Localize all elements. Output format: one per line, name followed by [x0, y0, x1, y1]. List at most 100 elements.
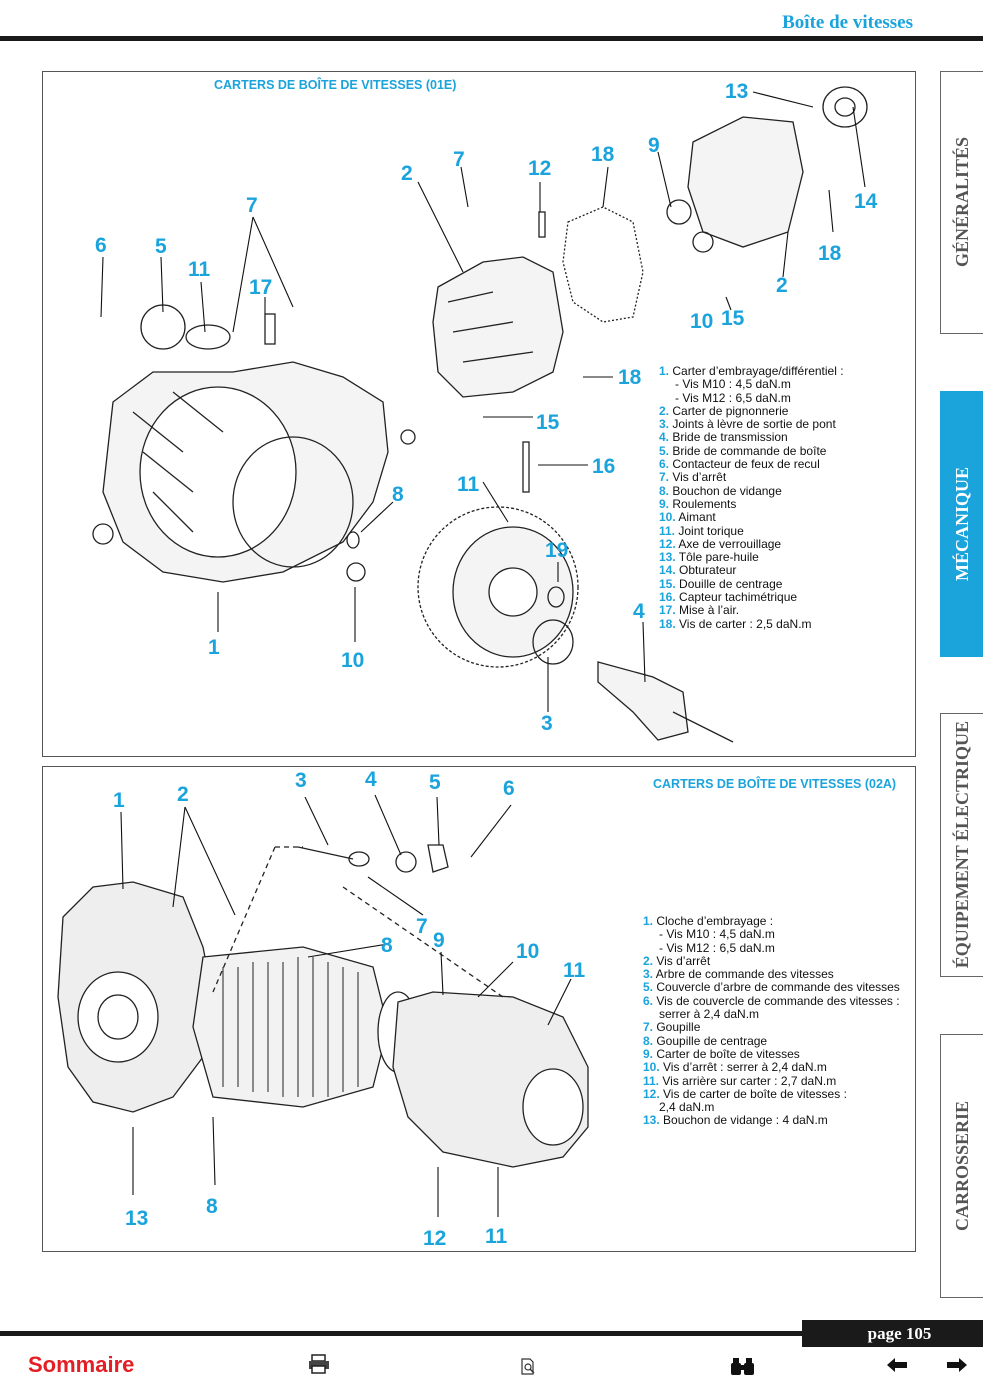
callout-number: 8 [381, 934, 393, 957]
legend-subitem: - Vis M12 : 6,5 daN.m [659, 940, 775, 955]
legend-item: 4. Bride de transmission [659, 431, 844, 444]
legend-text: Douille de centrage [675, 576, 783, 591]
legend-text: Carter de boîte de vitesses [653, 1046, 800, 1061]
legend-text: Aimant [675, 510, 716, 525]
legend-item: 12. Vis de carter de boîte de vitesses : [643, 1086, 900, 1101]
callout-number: 18 [591, 143, 615, 166]
footer-rule [0, 1331, 983, 1336]
legend-item: 13. Bouchon de vidange : 4 daN.m [643, 1114, 900, 1127]
legend-number: 13. [643, 1113, 660, 1128]
legend-text: Vis d’arrêt : serrer à 2,4 daN.m [659, 1060, 827, 1075]
legend-text: Axe de verrouillage [675, 536, 782, 551]
legend-text: Vis de carter : 2,5 daN.m [675, 616, 812, 631]
callout-number: 15 [721, 307, 745, 330]
legend-01e: 1. Carter d’embrayage/différentiel :- Vi… [659, 364, 844, 631]
callout-number: 11 [188, 258, 211, 281]
legend-item: 5. Couvercle d’arbre de commande des vit… [643, 981, 900, 994]
legend-subitem: 2,4 daN.m [659, 1100, 715, 1115]
callout-number: 13 [125, 1207, 148, 1230]
legend-number: 18. [659, 616, 676, 631]
callout-number: 15 [536, 411, 560, 434]
legend-item: 11. Joint torique [659, 523, 844, 538]
legend-item: 14. Obturateur [659, 564, 844, 577]
legend-subitem: serrer à 2,4 daN.m [659, 1007, 760, 1022]
callout-number: 11 [485, 1225, 508, 1248]
legend-item: 1. Cloche d’embrayage : [643, 914, 900, 928]
tab-generalites[interactable]: GÉNÉRALITÉS [940, 71, 983, 334]
callout-number: 1 [113, 789, 125, 812]
callout-number: 7 [453, 148, 465, 171]
callout-number: 12 [423, 1227, 446, 1250]
legend-text: Roulements [669, 496, 737, 511]
legend-number: 17. [659, 603, 676, 618]
legend-text: Joint torique [675, 523, 744, 538]
legend-item: 2. Carter de pignonnerie [659, 404, 844, 418]
legend-text: Vis d’arrêt [653, 953, 711, 968]
print-icon[interactable] [308, 1354, 330, 1374]
legend-number: 10. [659, 510, 676, 525]
legend-text: Mise à l’air. [675, 603, 740, 618]
tab-mecanique[interactable]: MÉCANIQUE [940, 391, 983, 657]
legend-number: 15. [659, 576, 676, 591]
legend-text: Vis d’arrêt [669, 470, 727, 485]
tab-carrosserie[interactable]: CARROSSERIE [940, 1034, 983, 1298]
callout-number: 2 [401, 162, 413, 185]
page-number: page 105 [802, 1320, 983, 1347]
legend-item: 2. Vis d’arrêt [643, 953, 900, 968]
legend-number: 12. [643, 1086, 660, 1101]
legend-text: Cloche d’embrayage : [653, 914, 774, 928]
callout-number: 4 [365, 768, 377, 791]
legend-text: Couvercle d’arbre de commande des vitess… [653, 980, 900, 995]
legend-number: 1. [643, 914, 654, 928]
legend-number: 3. [643, 967, 654, 982]
legend-number: 2. [643, 953, 654, 968]
legend-item: 3. Arbre de commande des vitesses [643, 968, 900, 981]
callout-number: 6 [95, 234, 107, 257]
legend-item: 10. Aimant [659, 511, 844, 524]
legend-item: 8. Goupille de centrage [643, 1033, 900, 1048]
legend-text: Bouchon de vidange [669, 483, 782, 498]
legend-item: 3. Joints à lèvre de sortie de pont [659, 418, 844, 431]
legend-number: 8. [643, 1033, 654, 1048]
legend-item: 9. Roulements [659, 496, 844, 511]
callout-number: 10 [516, 940, 539, 963]
legend-item: 9. Carter de boîte de vitesses [643, 1046, 900, 1061]
callout-number: 14 [854, 190, 878, 213]
legend-subitem: - Vis M10 : 4,5 daN.m [659, 927, 775, 942]
legend-number: 11. [659, 523, 676, 538]
callout-number: 16 [592, 455, 615, 478]
callout-number: 9 [433, 929, 445, 952]
callout-number: 11 [563, 959, 586, 982]
legend-text: Bouchon de vidange : 4 daN.m [659, 1113, 828, 1128]
sommaire-link[interactable]: Sommaire [28, 1352, 135, 1377]
legend-number: 12. [659, 536, 676, 551]
legend-text: Vis de carter de boîte de vitesses : [659, 1086, 847, 1101]
legend-number: 5. [643, 980, 654, 995]
legend-text: Goupille de centrage [653, 1033, 768, 1048]
panel-title-01e: CARTERS DE BOÎTE DE VITESSES (01E) [214, 78, 457, 92]
legend-number: 16. [659, 590, 676, 605]
callout-number: 18 [818, 242, 842, 265]
tab-equipement-electrique[interactable]: ÉQUIPEMENT ÉLECTRIQUE [940, 713, 983, 977]
legend-item: 7. Vis d’arrêt [659, 471, 844, 484]
arrow-right-icon[interactable] [946, 1357, 968, 1373]
callout-number: 6 [503, 777, 515, 800]
legend-number: 1. [659, 364, 670, 378]
arrow-left-icon[interactable] [886, 1357, 908, 1373]
callout-number: 2 [776, 274, 788, 297]
document-search-icon[interactable] [520, 1358, 538, 1376]
callout-number: 12 [528, 157, 551, 180]
callout-number: 4 [633, 600, 645, 623]
legend-item: 6. Contacteur de feux de recul [659, 457, 844, 472]
callout-number: 3 [295, 769, 307, 792]
tab-label: CARROSSERIE [951, 1100, 972, 1232]
legend-item: 7. Goupille [643, 1021, 900, 1034]
legend-item: 16. Capteur tachimétrique [659, 590, 844, 605]
callout-number: 8 [392, 483, 404, 506]
binoculars-icon[interactable] [730, 1356, 756, 1376]
legend-subitem: - Vis M10 : 4,5 daN.m [675, 377, 791, 392]
legend-item: 17. Mise à l’air. [659, 604, 844, 617]
legend-number: 6. [659, 457, 670, 472]
callout-number: 11 [457, 473, 480, 496]
callout-number: 13 [725, 80, 748, 103]
